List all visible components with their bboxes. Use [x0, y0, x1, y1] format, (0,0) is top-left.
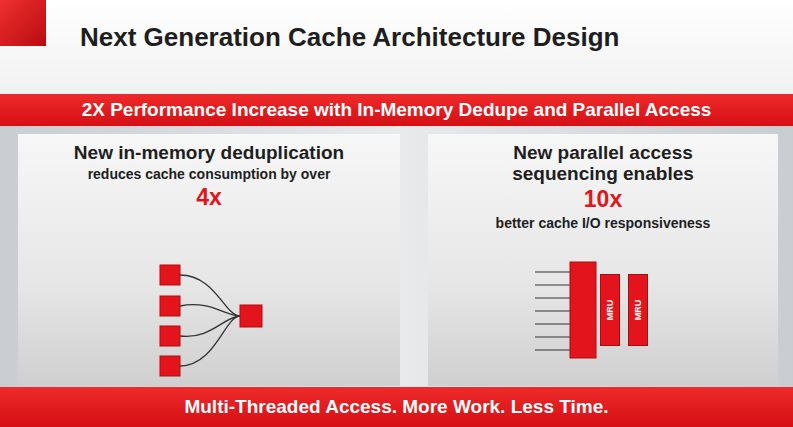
- node-text: New in-memory deduplication: [28, 142, 390, 164]
- node-text: 2X Performance Increase with In-Memory D…: [82, 99, 712, 121]
- middle-ground: [0, 126, 793, 387]
- node-text: reduces cache consumption by over: [28, 166, 390, 182]
- node-text: better cache I/O responsiveness: [448, 215, 758, 231]
- mru-block: MRU: [600, 274, 620, 346]
- headline-band: 2X Performance Increase with In-Memory D…: [0, 94, 793, 126]
- merge-arcs: [180, 275, 240, 366]
- mru-block: MRU: [628, 274, 648, 346]
- sequencer-bar: [570, 262, 596, 358]
- dedupe-blocks: [160, 265, 262, 376]
- access-lines: [535, 272, 570, 350]
- right-panel-ground: [428, 134, 778, 386]
- corner-square: [0, 0, 46, 46]
- node-text: MRU: [605, 300, 615, 321]
- parallel-panel: New parallel access sequencing enables10…: [428, 134, 778, 386]
- node-text: New parallel access sequencing enables: [488, 142, 718, 184]
- tagline-band: Multi-Threaded Access. More Work. Less T…: [0, 387, 793, 427]
- header-ground: [0, 0, 793, 94]
- node-text: 10x: [488, 186, 718, 213]
- node-text: MRU: [633, 300, 643, 321]
- slide-title: Next Generation Cache Architecture Desig…: [80, 22, 619, 53]
- node-text: 4x: [28, 184, 390, 211]
- dedupe-panel: New in-memory deduplication reduces cache…: [18, 134, 400, 386]
- node-text: Multi-Threaded Access. More Work. Less T…: [184, 396, 608, 418]
- left-panel-ground: [18, 134, 400, 386]
